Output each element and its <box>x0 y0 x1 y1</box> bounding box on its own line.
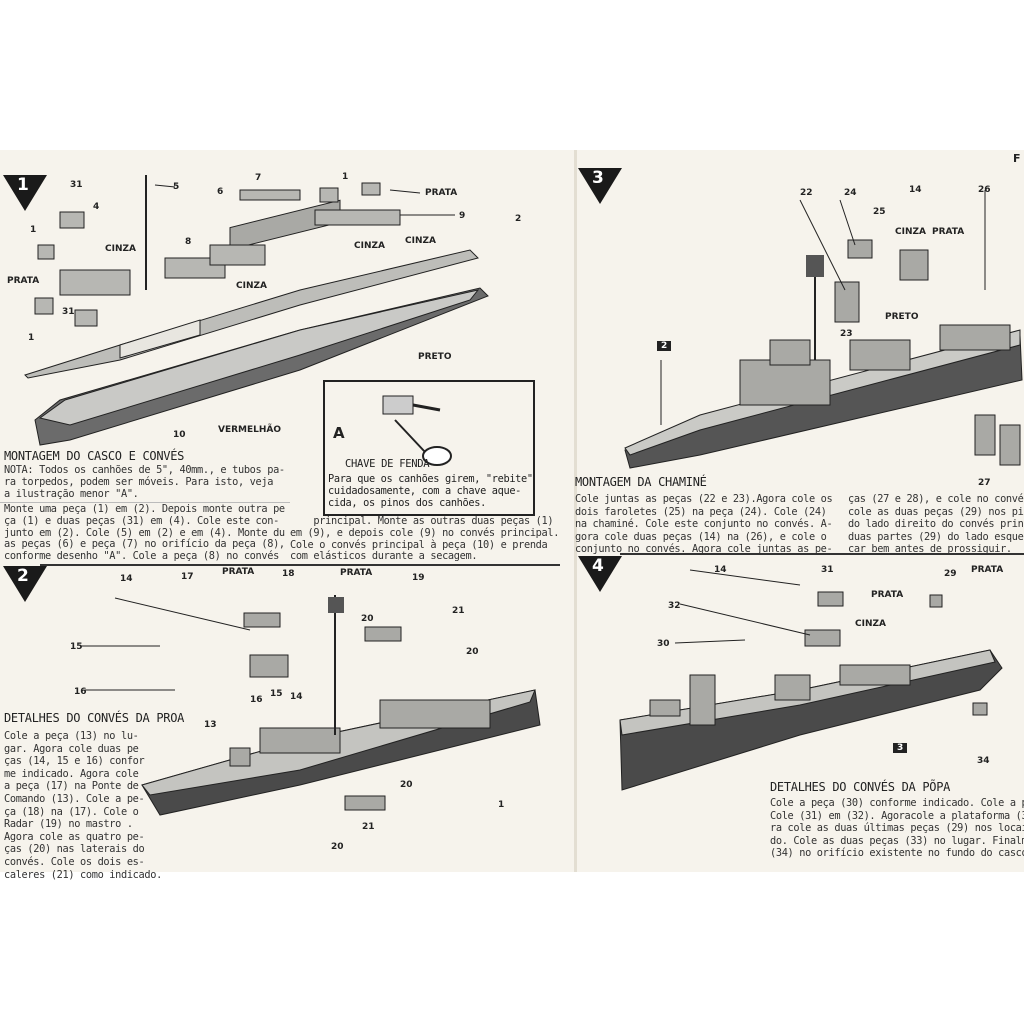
callout: PRATA <box>871 590 904 600</box>
step-3-badge: 3 <box>578 168 622 204</box>
callout: PRATA <box>222 567 255 577</box>
callout: 20 <box>361 614 374 624</box>
section-4-text: Cole a peça (30) conforme indicado. Cole… <box>770 797 1024 860</box>
step-2-badge: 2 <box>3 566 47 602</box>
hull-illustration-2 <box>141 595 541 816</box>
detail-a-illustration <box>382 395 452 466</box>
step-1-badge: 1 <box>3 175 47 211</box>
callout: 1 <box>498 800 505 810</box>
callout: CINZA <box>354 241 385 251</box>
divider <box>40 564 560 566</box>
leader-lines <box>80 184 986 691</box>
callout: VERMELHÃO <box>218 425 282 435</box>
hull-illustration-4 <box>619 591 1003 791</box>
callout: 8 <box>185 237 192 247</box>
detail-a-text: Para que os canhões girem, "rebite" cuid… <box>328 473 533 509</box>
section-2-heading: DETALHES DO CONVÉS DA PROA <box>4 711 185 725</box>
detail-a-box: A CHAVE DE FENDA <box>323 380 535 516</box>
callout: 1 <box>30 225 37 235</box>
callout: 20 <box>400 780 413 790</box>
section-1-heading: MONTAGEM DO CASCO E CONVÉS <box>4 449 185 463</box>
callout: 2 <box>515 214 522 224</box>
callout: PRATA <box>425 188 458 198</box>
step-number: 1 <box>17 175 29 195</box>
callout: 18 <box>282 569 295 579</box>
detail-tool-label: CHAVE DE FENDA <box>345 458 430 470</box>
callout: 21 <box>452 606 465 616</box>
callout: PRATA <box>7 276 40 286</box>
callout: 14 <box>909 185 922 195</box>
callout: 31 <box>821 565 834 575</box>
callout: PRATA <box>340 568 373 578</box>
callout: 6 <box>217 187 224 197</box>
step-number: 4 <box>592 556 604 576</box>
callout: 29 <box>944 569 957 579</box>
corner-mark: F <box>1013 152 1021 165</box>
callout: 17 <box>181 572 194 582</box>
page-fold <box>574 150 577 872</box>
callout: 26 <box>978 185 991 195</box>
callout: CINZA <box>895 227 926 237</box>
callout: 13 <box>204 720 217 730</box>
callout: 34 <box>977 756 990 766</box>
section-3-heading: MONTAGEM DA CHAMINÉ <box>575 475 707 489</box>
callout: 14 <box>290 692 303 702</box>
callout: CINZA <box>405 236 436 246</box>
callout: 10 <box>173 430 186 440</box>
callout: CINZA <box>105 244 136 254</box>
callout: 31 <box>62 307 75 317</box>
callout: 1 <box>342 172 349 182</box>
callout: 15 <box>70 642 83 652</box>
callout: 1 <box>28 333 35 343</box>
section-2-text: Cole a peça (13) no lu- gar. Agora cole … <box>4 730 162 881</box>
step-4-badge: 4 <box>578 556 622 592</box>
callout: 14 <box>714 565 727 575</box>
callout: 27 <box>978 478 991 488</box>
hull-illustration-1 <box>24 175 489 446</box>
callout: 9 <box>459 211 466 221</box>
step-number: 3 <box>592 168 604 188</box>
callout: CINZA <box>855 619 886 629</box>
callout: 15 <box>270 689 283 699</box>
callout: 22 <box>800 188 813 198</box>
callout: 16 <box>74 687 87 697</box>
callout: PRATA <box>971 565 1004 575</box>
callout: 25 <box>873 207 886 217</box>
callout: 7 <box>255 173 262 183</box>
callout: 20 <box>466 647 479 657</box>
callout: 4 <box>93 202 100 212</box>
section-3-text: Cole juntas as peças (22 e 23).Agora col… <box>575 493 833 556</box>
section-4-heading: DETALHES DO CONVÉS DA PÕPA <box>770 780 951 794</box>
callout: PRETO <box>418 352 452 362</box>
section-1-text: Monte uma peça (1) em (2). Depois monte … <box>4 503 285 563</box>
callout: 21 <box>362 822 375 832</box>
callout: 20 <box>331 842 344 852</box>
callout: 14 <box>120 574 133 584</box>
callout: 24 <box>844 188 857 198</box>
section-3-text-continued: ças (27 e 28), e cole no convés cole as … <box>848 493 1024 556</box>
section-1-note: NOTA: Todos os canhões de 5", 40mm., e t… <box>4 464 285 500</box>
callout: 16 <box>250 695 263 705</box>
hull-illustration-3 <box>624 239 1023 469</box>
divider <box>0 502 290 503</box>
callout: PRATA <box>932 227 965 237</box>
step-number: 2 <box>17 566 29 586</box>
callout: PRETO <box>885 312 919 322</box>
callout: 30 <box>657 639 670 649</box>
callout: CINZA <box>236 281 267 291</box>
callout: 5 <box>173 182 180 192</box>
callout: 3 <box>893 743 908 753</box>
callout: 31 <box>70 180 83 190</box>
callout: 23 <box>840 329 853 339</box>
callout: 32 <box>668 601 681 611</box>
divider <box>620 553 1024 555</box>
section-1-text-continued: principal. Monte as outras duas peças (1… <box>290 515 560 563</box>
detail-letter: A <box>333 424 345 442</box>
callout: 2 <box>657 341 672 351</box>
callout: 19 <box>412 573 425 583</box>
